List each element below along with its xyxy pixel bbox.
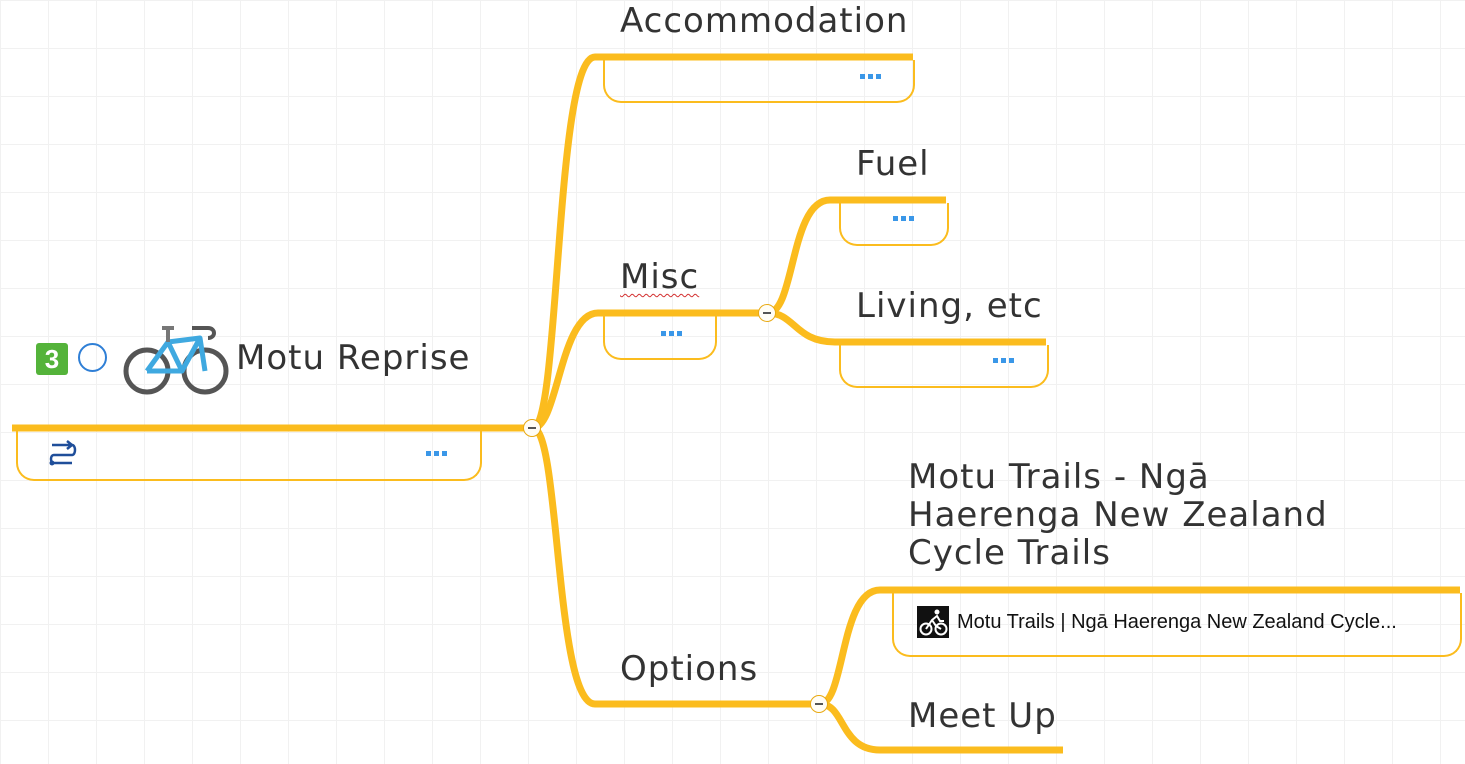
- branch-accommodation: [529, 53, 599, 432]
- repeat-icon[interactable]: [46, 439, 78, 469]
- options-collapse-toggle[interactable]: [810, 695, 828, 713]
- topic-living-title[interactable]: Living, etc: [856, 286, 1043, 326]
- branch-living: [764, 309, 839, 346]
- central-collapse-toggle[interactable]: [523, 419, 541, 437]
- central-more-button[interactable]: [426, 451, 447, 456]
- living-more-button[interactable]: [993, 358, 1014, 363]
- topic-motu-trails-title[interactable]: Motu Trails - Ngā Haerenga New Zealand C…: [908, 458, 1328, 572]
- fuel-more-button[interactable]: [893, 216, 914, 221]
- topic-accommodation-box: [603, 60, 915, 103]
- topic-accommodation-title[interactable]: Accommodation: [620, 1, 909, 41]
- branch-fuel: [764, 196, 834, 317]
- topic-meet-up-title[interactable]: Meet Up: [908, 696, 1057, 736]
- topic-misc-box: [603, 316, 717, 360]
- branch-misc: [529, 309, 602, 432]
- bicycle-icon: [123, 326, 229, 395]
- task-circle-icon[interactable]: [78, 343, 107, 372]
- motu-trails-title-line: Motu Trails - Ngā: [908, 457, 1210, 497]
- motu-trails-link-text: Motu Trails | Ngā Haerenga New Zealand C…: [957, 611, 1397, 633]
- misc-more-button[interactable]: [661, 331, 682, 336]
- topic-living-box: [839, 345, 1049, 388]
- branch-meet-up: [816, 700, 884, 754]
- central-topic-title: Motu Reprise: [236, 338, 471, 378]
- branch-options: [529, 424, 599, 708]
- motu-trails-title-line: Haerenga New Zealand: [908, 495, 1328, 535]
- accommodation-more-button[interactable]: [860, 74, 881, 79]
- central-topic-box: [16, 431, 482, 481]
- topic-motu-trails-box: [892, 593, 1462, 657]
- priority-3-icon: 3: [36, 343, 68, 375]
- topic-fuel-title[interactable]: Fuel: [856, 144, 930, 184]
- cycling-favicon-icon: [917, 606, 949, 638]
- topic-options-title[interactable]: Options: [620, 649, 759, 689]
- branch-motu-trails: [816, 586, 884, 708]
- motu-trails-link[interactable]: Motu Trails | Ngā Haerenga New Zealand C…: [917, 606, 1437, 638]
- priority-badge-label: 3: [44, 343, 60, 374]
- topic-misc-title[interactable]: Misc: [620, 257, 700, 297]
- topic-fuel-box: [839, 203, 949, 246]
- misc-collapse-toggle[interactable]: [758, 304, 776, 322]
- motu-trails-title-line: Cycle Trails: [908, 533, 1111, 573]
